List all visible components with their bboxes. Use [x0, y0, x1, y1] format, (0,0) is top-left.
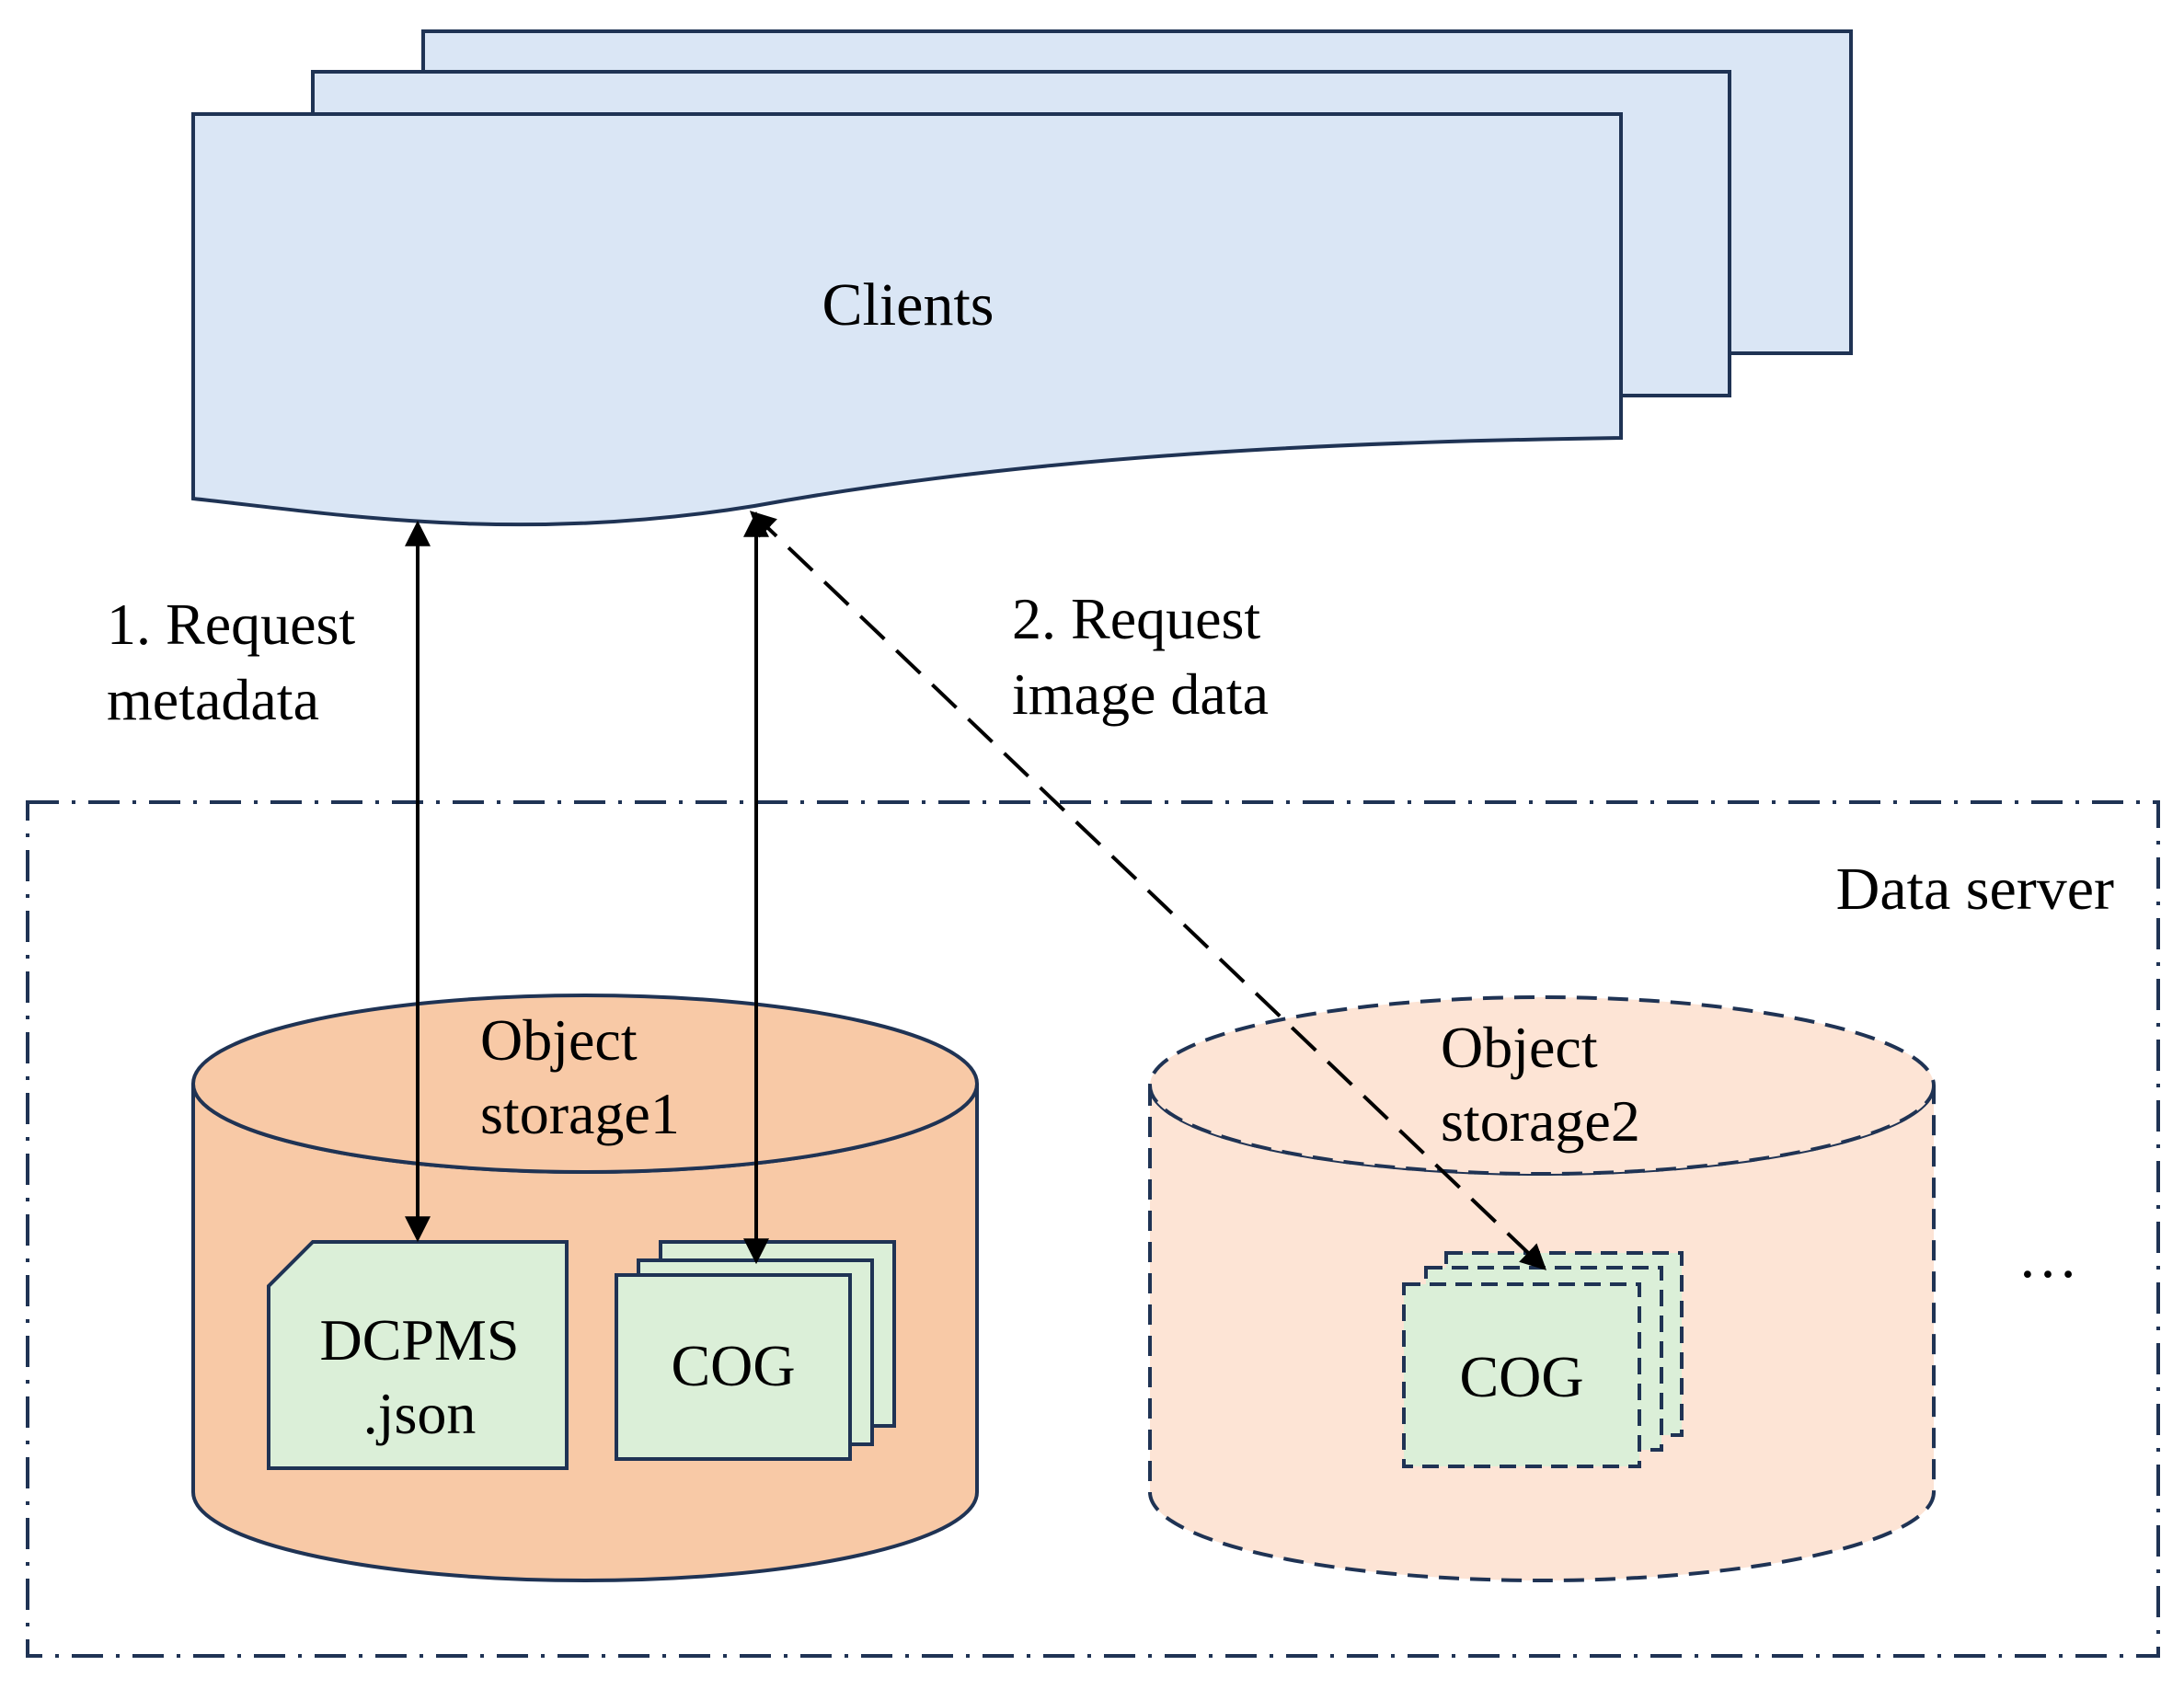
- client-doc-front: [191, 112, 1623, 527]
- data-server-label: Data server: [1836, 856, 2114, 923]
- request-image-data-arrow: [749, 511, 1547, 1270]
- storage2-cog-tile-front: [1402, 1282, 1641, 1468]
- storage2-label-line1: Object: [1441, 1015, 1598, 1080]
- object-storage-2: Object storage2 COG: [1148, 995, 1936, 1582]
- dcpms-file-label-line2: .json: [363, 1381, 477, 1446]
- storage1-cog-label: COG: [671, 1333, 795, 1398]
- storage1-label-line2: storage1: [480, 1081, 680, 1146]
- storage1-label-line1: Object: [480, 1007, 638, 1073]
- more-storage-ellipsis: …: [2017, 1224, 2078, 1291]
- dcpms-json-file: [267, 1240, 569, 1470]
- data-server-boundary: [26, 800, 2160, 1658]
- storage2-label-line2: storage2: [1441, 1088, 1640, 1154]
- metadata-request-label-line2: metadata: [107, 667, 319, 732]
- image-request-label-line1: 2. Request: [1012, 586, 1260, 651]
- object-storage-1: Object storage1 DCPMS .json COG: [191, 994, 979, 1582]
- clients-label: Clients: [822, 271, 994, 339]
- clients-stack: Clients: [191, 29, 1853, 527]
- dcpms-file-label-line1: DCPMS: [320, 1307, 520, 1373]
- storage1-cog-tile-front: [615, 1273, 852, 1461]
- metadata-request-label-line1: 1. Request: [107, 592, 355, 657]
- image-request-label-line2: image data: [1012, 661, 1269, 727]
- storage2-cog-label: COG: [1459, 1344, 1583, 1409]
